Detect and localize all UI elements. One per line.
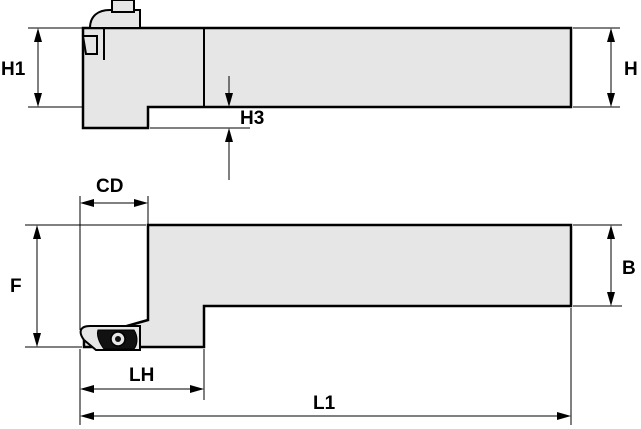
side-view-body (81, 26, 573, 130)
clamp-screw (111, 0, 135, 13)
label-cd: CD (96, 176, 123, 197)
label-h: H (624, 59, 638, 80)
label-h1: H1 (1, 59, 26, 80)
top-view-body (82, 223, 573, 349)
label-b: B (622, 258, 636, 279)
label-h3: H3 (240, 108, 264, 129)
label-l1: L1 (313, 393, 336, 414)
side-view: H1 H H3 (1, 0, 638, 180)
top-view: CD F B LH L1 (10, 176, 636, 425)
label-f: F (10, 276, 22, 297)
insert-side (81, 35, 98, 55)
label-lh: LH (129, 365, 154, 386)
